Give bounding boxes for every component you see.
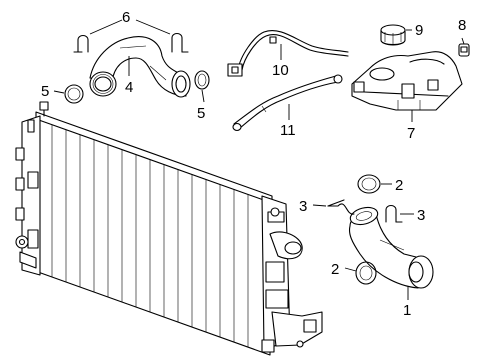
callout-1: 1 (403, 302, 411, 319)
upper-radiator-hose (89, 36, 191, 98)
lower-o-ring-bottom-inner (359, 265, 373, 281)
callout-3-left: 3 (299, 198, 307, 215)
leader-lines (53, 19, 465, 300)
upper-hose-clamp-right (171, 32, 189, 53)
callout-8: 8 (458, 17, 466, 34)
lower-hose-clamp-right (385, 204, 403, 223)
callout-6: 6 (122, 9, 130, 26)
callout-5-left: 5 (41, 83, 49, 100)
lower-o-ring-top (357, 174, 381, 194)
radiator (15, 101, 323, 356)
callout-10: 10 (272, 62, 289, 79)
callout-5-right: 5 (197, 105, 205, 122)
callout-2-top: 2 (395, 177, 403, 194)
lower-hose-clamp-left (327, 199, 355, 215)
coolant-reservoir (351, 51, 463, 111)
lower-o-ring-top-inner (361, 177, 377, 191)
upper-o-ring-right (194, 70, 210, 90)
callout-2-bottom: 2 (331, 261, 339, 278)
callout-4: 4 (125, 79, 133, 96)
upper-o-ring-left-inner (67, 87, 81, 101)
upper-hose-end-left (89, 71, 117, 97)
radiator-core-fins (51, 123, 249, 347)
callout-11: 11 (280, 122, 296, 139)
callout-9: 9 (415, 22, 423, 39)
lower-radiator-hose (348, 206, 434, 289)
callout-3-right: 3 (417, 207, 425, 224)
radiator-left-tank (15, 115, 41, 276)
callout-7: 7 (407, 125, 415, 142)
radiator-right-tank (261, 195, 323, 353)
lower-o-ring-bottom (355, 261, 377, 285)
reservoir-cap (380, 24, 406, 46)
upper-o-ring-right-inner (197, 73, 207, 87)
overflow-hose (227, 30, 349, 77)
bypass-hose (232, 74, 343, 132)
upper-o-ring-left (64, 84, 84, 104)
upper-hose-end-right (171, 70, 191, 98)
hose-clip (458, 43, 470, 57)
upper-hose-clamp-left (73, 34, 89, 53)
callout-labels: 6 4 5 5 10 11 9 8 7 2 3 3 2 1 (41, 9, 466, 319)
